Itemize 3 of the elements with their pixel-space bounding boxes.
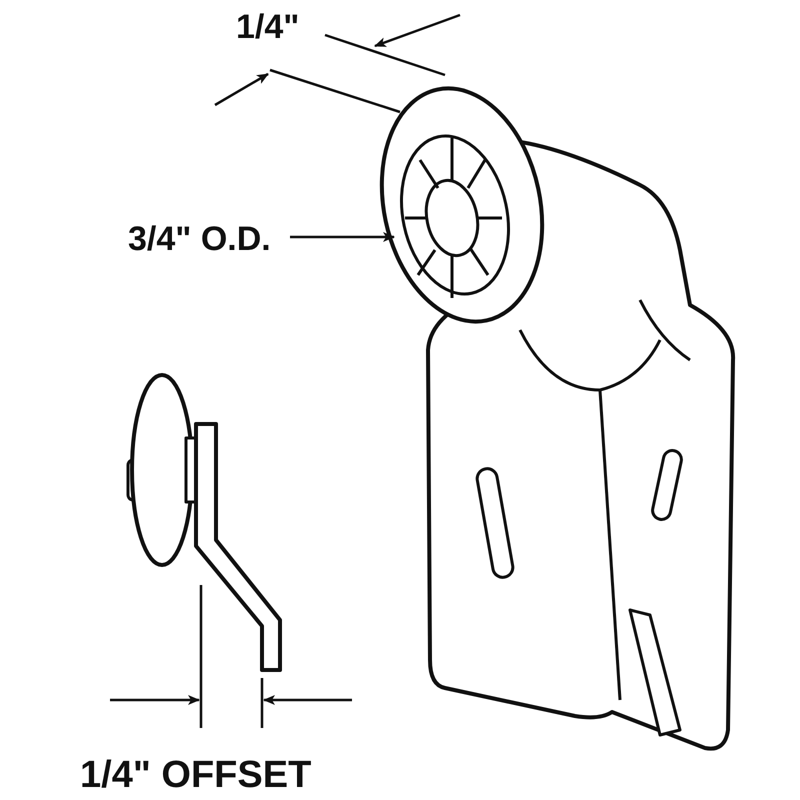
dimension-label: 1/4"	[236, 10, 300, 44]
dimension-label: 1/4" OFFSET	[80, 756, 312, 794]
dimension-label: 3/4" O.D.	[128, 222, 271, 256]
